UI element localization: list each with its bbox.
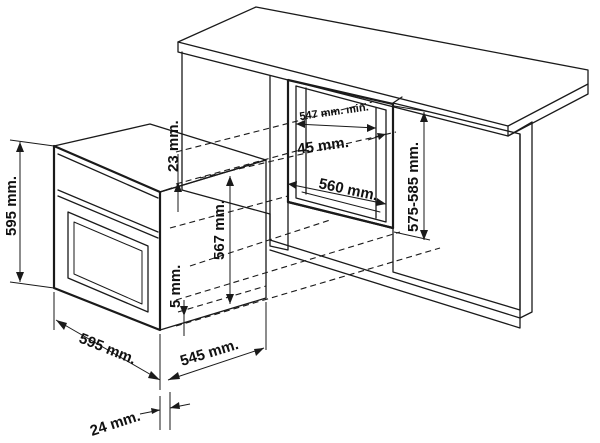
niche-depth-min-label: 547 mm. min. [299,101,370,123]
kitchen-cabinet [177,6,589,329]
worktop [177,6,589,127]
dimension-lines [9,105,431,430]
control-panel-line [57,189,159,233]
projection-lines [169,101,441,327]
oven-top [53,123,267,193]
oven-depth-label: 545 mm. [178,336,240,370]
top-gap-label: 23 mm. [165,120,182,172]
niche-width-label: 560 mm. [317,175,379,204]
oven-height-label: 595 mm. [3,176,20,236]
left-side-panel [269,75,289,251]
oven-width-label: 595 mm. [77,330,139,368]
oven-front [52,144,162,332]
niche-height-inner-label: 567 mm. [211,200,228,260]
oven [52,123,267,332]
side-gap-label: 45 mm. [296,134,350,158]
front-thickness-label: 24 mm. [88,408,142,440]
bottom-gap-label: 5 mm. [167,265,184,308]
niche-height-label: 575-585 mm. [405,142,422,232]
plinth [269,239,521,329]
niche-opening [286,78,395,230]
oven-door-window [67,211,149,313]
